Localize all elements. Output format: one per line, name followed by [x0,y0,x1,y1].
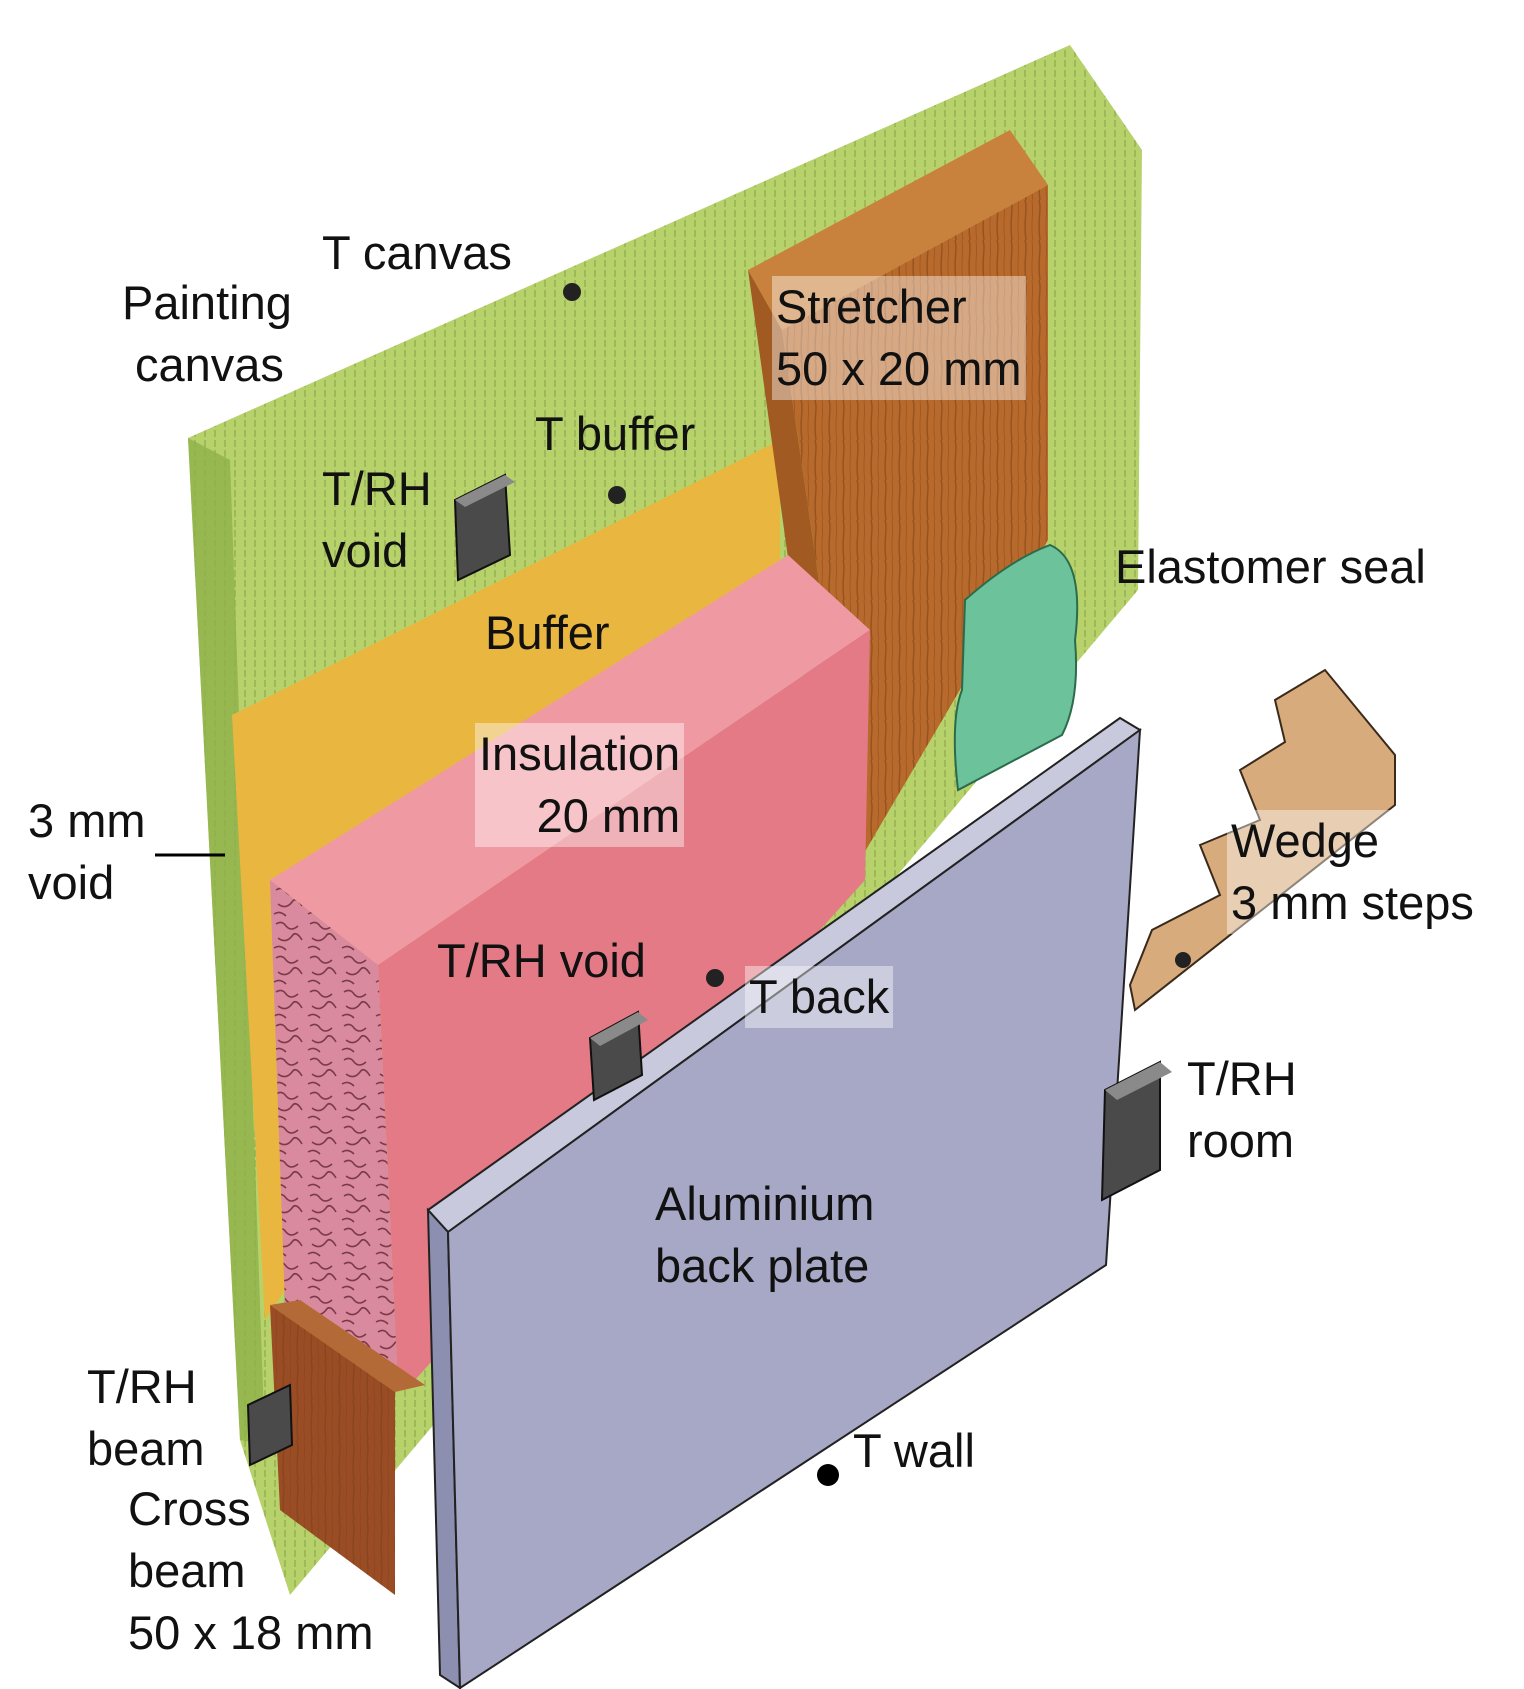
t-canvas-probe [563,283,581,301]
insulation-top [270,555,870,965]
t-wall-probe [817,1464,839,1486]
sensor-trh-void-top [453,473,515,582]
cross-beam-top [270,1300,425,1392]
label-t-wall: T wall [853,1424,975,1477]
label-trh-void-top: T/RH void [322,462,432,577]
t-buffer-probe [608,486,626,504]
label-3mm-void: 3 mm void [28,794,146,909]
wedge-hole [1175,952,1191,968]
wedge-shape [1128,668,1396,1012]
label-elastomer-seal: Elastomer seal [1115,540,1426,593]
sensor-trh-beam [246,1383,294,1467]
label-insulation: Insulation 20 mm [475,723,685,847]
label-wedge: Wedge 3 mm steps [1227,810,1478,934]
sensor-trh-room [1100,1060,1172,1202]
insulation-side-cells [270,880,398,1385]
label-trh-void-mid: T/RH void [437,934,646,987]
canvas-side [188,438,265,1445]
cross-beam-grain [270,1305,395,1595]
label-trh-room: T/RH room [1187,1052,1297,1167]
stretcher-top [748,130,1048,330]
plate-face [446,727,1142,1689]
label-buffer: Buffer [485,606,610,659]
label-t-canvas: T canvas [322,226,512,279]
t-back-probe [706,969,724,987]
label-t-buffer: T buffer [535,407,696,460]
label-painting-canvas: Painting canvas [122,276,292,391]
label-trh-beam: T/RH beam [87,1360,205,1475]
seal-shape [953,543,1079,792]
sensor-trh-void-mid [588,1010,648,1102]
label-cross-beam: Cross beam 50 x 18 mm [128,1482,374,1659]
label-t-back: T back [745,966,894,1028]
label-stretcher: Stretcher 50 x 20 mm [772,276,1026,400]
label-aluminium: Aluminium back plate [655,1177,875,1292]
